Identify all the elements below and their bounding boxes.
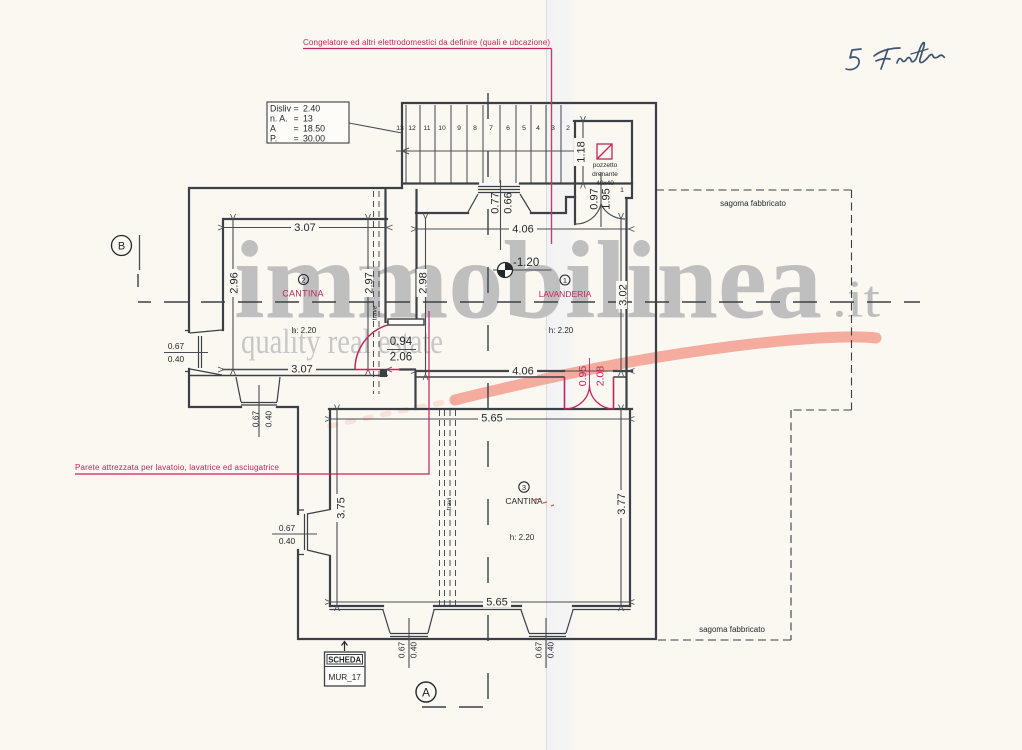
svg-text:trave: trave <box>372 305 379 320</box>
svg-text:3.07: 3.07 <box>294 222 315 234</box>
svg-text:4.06: 4.06 <box>512 224 533 236</box>
svg-text:2.96: 2.96 <box>229 272 241 293</box>
svg-text:6: 6 <box>506 125 510 132</box>
svg-text:1: 1 <box>563 276 567 285</box>
svg-text:0.94: 0.94 <box>390 336 413 348</box>
svg-text:CANTINA: CANTINA <box>505 496 543 506</box>
svg-text:P.: P. <box>270 134 277 144</box>
svg-text:A: A <box>422 686 430 700</box>
svg-text:4: 4 <box>536 125 540 132</box>
svg-text:0.40: 0.40 <box>168 354 185 364</box>
svg-text:2.97: 2.97 <box>364 272 376 293</box>
svg-text:12: 12 <box>408 125 416 132</box>
svg-text:.it: .it <box>832 271 880 329</box>
svg-text:drenante: drenante <box>592 171 618 178</box>
svg-text:1.95: 1.95 <box>601 188 613 209</box>
svg-text:travi: travi <box>446 498 453 510</box>
svg-text:0.97: 0.97 <box>589 188 601 209</box>
svg-text:0.40: 0.40 <box>279 536 296 546</box>
svg-text:quality real estate: quality real estate <box>241 322 443 361</box>
svg-text:CANTINA: CANTINA <box>282 289 324 299</box>
svg-text:B: B <box>118 241 125 253</box>
svg-text:h: 2.20: h: 2.20 <box>510 533 535 542</box>
svg-text:3.77: 3.77 <box>616 493 628 514</box>
svg-text:SCHEDA: SCHEDA <box>328 656 361 665</box>
svg-text:2: 2 <box>566 125 570 132</box>
svg-text:3: 3 <box>551 125 555 132</box>
svg-text:n. A.: n. A. <box>270 114 288 124</box>
svg-text:2: 2 <box>301 276 305 285</box>
svg-text:0.40: 0.40 <box>546 642 556 659</box>
svg-text:5.65: 5.65 <box>486 597 507 609</box>
svg-text:0.67: 0.67 <box>168 341 185 351</box>
svg-text:0.67: 0.67 <box>534 642 544 659</box>
svg-text:0.67: 0.67 <box>279 523 296 533</box>
svg-text:=: = <box>294 124 299 134</box>
svg-text:1.18: 1.18 <box>576 141 588 162</box>
svg-text:3.07: 3.07 <box>291 364 312 376</box>
svg-text:0.40: 0.40 <box>264 411 274 428</box>
svg-text:pozzetto: pozzetto <box>593 162 618 169</box>
svg-text:LAVANDERIA: LAVANDERIA <box>539 289 592 299</box>
svg-text:10: 10 <box>438 125 446 132</box>
svg-text:13: 13 <box>396 125 404 132</box>
svg-text:13: 13 <box>303 114 313 124</box>
svg-text:2.98: 2.98 <box>418 272 430 293</box>
svg-text:MUR_17: MUR_17 <box>329 673 362 682</box>
svg-text:immobilinea: immobilinea <box>234 220 822 343</box>
svg-text:5: 5 <box>522 125 526 132</box>
svg-text:Parete attrezzata per lavatoio: Parete attrezzata per lavatoio, lavatric… <box>75 463 280 472</box>
svg-text:5.65: 5.65 <box>481 413 502 425</box>
svg-text:=: = <box>294 104 299 114</box>
svg-text:7: 7 <box>489 125 493 132</box>
svg-text:-1.20: -1.20 <box>513 257 539 269</box>
svg-text:2.06: 2.06 <box>390 352 412 364</box>
svg-text:0.95: 0.95 <box>577 366 589 387</box>
svg-text:8: 8 <box>473 125 477 132</box>
svg-text:40x40: 40x40 <box>596 180 614 187</box>
svg-text:0.67: 0.67 <box>251 411 261 428</box>
svg-text:0.40: 0.40 <box>409 642 419 659</box>
svg-text:9: 9 <box>457 125 461 132</box>
svg-text:1: 1 <box>620 187 624 194</box>
svg-text:sagoma fabbricato: sagoma fabbricato <box>720 199 786 208</box>
svg-text:sagoma fabbricato: sagoma fabbricato <box>699 625 765 634</box>
svg-text:0.77: 0.77 <box>490 192 502 213</box>
svg-text:0.67: 0.67 <box>397 642 407 659</box>
svg-text:0.66: 0.66 <box>503 192 515 213</box>
svg-text:3.02: 3.02 <box>618 284 630 305</box>
svg-text:Disliv: Disliv <box>270 104 292 114</box>
svg-text:3.75: 3.75 <box>336 497 348 518</box>
svg-text:2.40: 2.40 <box>303 104 320 114</box>
svg-text:4.06: 4.06 <box>512 366 533 378</box>
svg-text:Congelatore ed altri elettrodo: Congelatore ed altri elettrodomestici da… <box>303 38 550 47</box>
svg-text:A: A <box>270 124 276 134</box>
svg-text:=: = <box>294 114 299 124</box>
svg-text:h: 2.20: h: 2.20 <box>549 326 574 335</box>
svg-text:30.00: 30.00 <box>303 134 325 144</box>
svg-text:3: 3 <box>522 483 526 492</box>
svg-text:=: = <box>294 134 299 144</box>
svg-text:18.50: 18.50 <box>303 124 325 134</box>
svg-text:h: 2.20: h: 2.20 <box>292 326 317 335</box>
svg-text:2.08: 2.08 <box>595 366 607 387</box>
svg-text:11: 11 <box>423 125 430 132</box>
